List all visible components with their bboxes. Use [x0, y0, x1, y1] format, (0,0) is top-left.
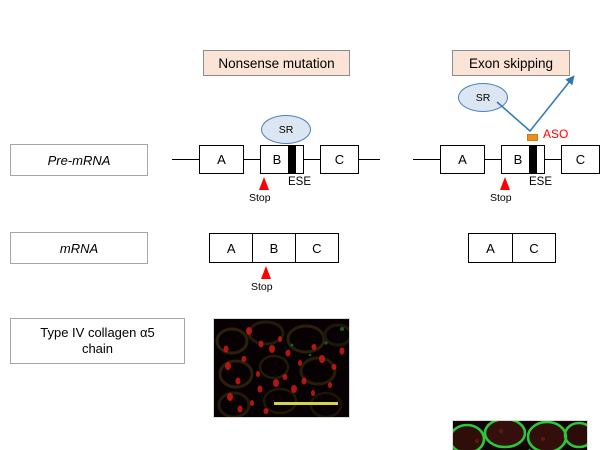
micrograph-nonsense-content: [214, 319, 349, 417]
sr-displacement-arrow: [496, 75, 575, 133]
intron-line-mid2-nonsense: [303, 159, 321, 161]
row-label-collagen-chain: Type IV collagen α5 chain: [10, 318, 185, 364]
mrna-exon-a-skipping: A: [469, 234, 513, 262]
mrna-exon-b-nonsense: B: [253, 234, 296, 262]
column-header-exon-skipping-label: Exon skipping: [468, 55, 554, 71]
row-label-mrna: mRNA: [10, 232, 148, 264]
pre-mrna-exon-b-skipping-label: B: [513, 152, 523, 167]
mrna-exon-c-nonsense: C: [312, 240, 322, 256]
pre-mrna-exon-b-nonsense: B: [260, 145, 304, 174]
sr-protein-nonsense: SR: [261, 115, 311, 144]
micrograph-exon-skipping-content: [453, 421, 587, 450]
stop-label-pre-mrna-nonsense: Stop: [249, 192, 271, 204]
intron-line-left-skipping: [413, 159, 441, 161]
pre-mrna-exon-a-nonsense: A: [199, 145, 244, 174]
intron-line-right-nonsense: [358, 159, 380, 161]
row-label-mrna-text: mRNA: [59, 240, 99, 256]
pre-mrna-exon-c-nonsense: C: [320, 145, 359, 174]
column-header-nonsense-mutation: Nonsense mutation: [203, 50, 350, 76]
column-header-exon-skipping: Exon skipping: [452, 50, 570, 76]
aso-block-skipping: [527, 134, 538, 141]
scale-bar-nonsense: [274, 402, 338, 405]
sr-protein-skipping: SR: [458, 83, 508, 112]
row-label-collagen-line1: Type IV collagen α5: [40, 324, 155, 340]
mrna-exon-c-skipping: C: [529, 240, 539, 256]
micrograph-nonsense: [213, 318, 350, 418]
micrograph-exon-skipping: [452, 420, 588, 450]
mrna-exon-a-nonsense: A: [210, 234, 254, 262]
row-label-pre-mrna-text: Pre-mRNA: [47, 152, 111, 168]
row-label-collagen-line2: chain: [81, 341, 114, 356]
intron-line-mid1-skipping: [484, 159, 502, 161]
ese-bar-skipping: [529, 146, 537, 173]
pre-mrna-exon-b-skipping: B: [501, 145, 545, 174]
pre-mrna-exon-b-nonsense-label: B: [272, 152, 282, 167]
sr-protein-nonsense-label: SR: [278, 123, 294, 136]
aso-label-skipping: ASO: [543, 127, 569, 141]
column-header-nonsense-mutation-label: Nonsense mutation: [218, 55, 335, 71]
intron-line-left-nonsense: [172, 159, 200, 161]
stop-arrow-pre-mrna-skipping: [500, 177, 510, 190]
ese-label-nonsense: ESE: [288, 176, 312, 188]
pre-mrna-exon-c-nonsense-label: C: [334, 152, 345, 167]
pre-mrna-exon-a-skipping: A: [440, 145, 485, 174]
intron-line-mid2-skipping: [544, 159, 562, 161]
stop-label-mrna-nonsense: Stop: [251, 281, 273, 293]
ese-bar-nonsense: [288, 146, 296, 173]
pre-mrna-exon-c-skipping-label: C: [575, 152, 586, 167]
sr-protein-skipping-label: SR: [475, 91, 491, 104]
pre-mrna-exon-a-skipping-label: A: [458, 152, 467, 167]
ese-label-skipping: ESE: [529, 176, 553, 188]
stop-label-pre-mrna-skipping: Stop: [490, 192, 512, 204]
mrna-strip-nonsense: A B C: [209, 233, 339, 263]
stop-arrow-mrna-nonsense: [261, 266, 271, 279]
pre-mrna-exon-a-nonsense-label: A: [217, 152, 226, 167]
stop-arrow-pre-mrna-nonsense: [259, 177, 269, 190]
pre-mrna-exon-c-skipping: C: [561, 145, 600, 174]
intron-line-mid1-nonsense: [243, 159, 261, 161]
row-label-pre-mrna: Pre-mRNA: [10, 144, 148, 176]
mrna-strip-skipping: A C: [468, 233, 556, 263]
